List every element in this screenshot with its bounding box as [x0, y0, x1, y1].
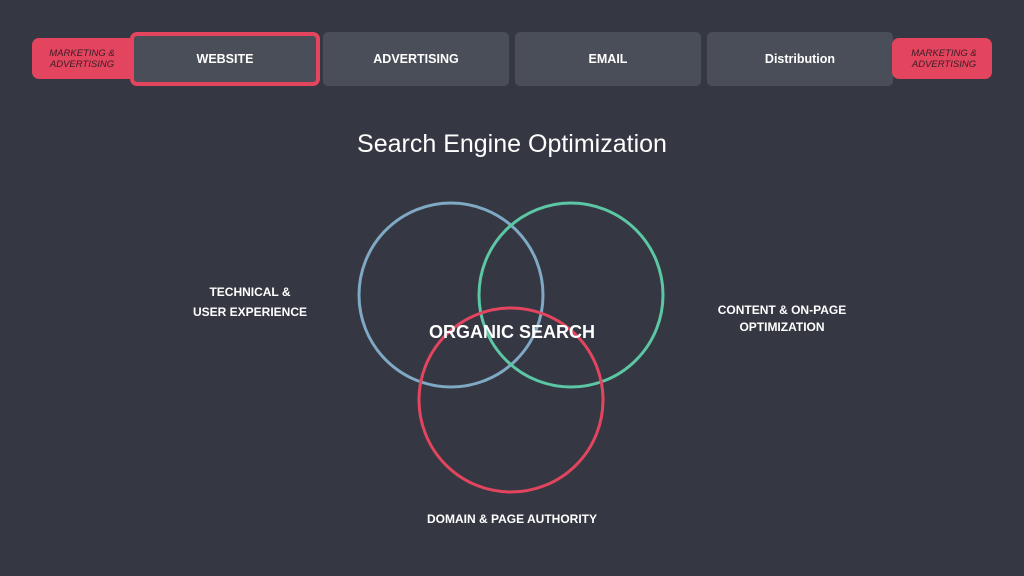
next-section-button[interactable]: MARKETING & ADVERTISING: [892, 38, 992, 79]
technical-label-line2: USER EXPERIENCE: [192, 305, 308, 319]
content-label-line1: CONTENT & ON-PAGE: [717, 303, 847, 317]
domain-set-circle: [417, 306, 605, 494]
tab-advertising[interactable]: ADVERTISING: [323, 32, 509, 86]
tab-email-label: EMAIL: [588, 52, 628, 66]
next-section-label-line2: ADVERTISING: [911, 58, 977, 70]
technical-label-line1: TECHNICAL &: [209, 285, 291, 299]
next-section-label-line1: MARKETING &: [911, 47, 977, 59]
page-title: Search Engine Optimization: [357, 130, 667, 158]
tab-advertising-label: ADVERTISING: [373, 52, 459, 66]
venn-center-label: ORGANIC SEARCH: [428, 322, 595, 342]
content-set-circle: [477, 201, 665, 389]
domain-label-line1: DOMAIN & PAGE AUTHORITY: [427, 512, 597, 526]
tab-website[interactable]: WEBSITE: [130, 32, 320, 86]
technical-set-circle: [357, 201, 545, 389]
content-label-line2: OPTIMIZATION: [739, 320, 825, 334]
technical-set-label: TECHNICAL & USER EXPERIENCE: [170, 282, 330, 322]
tab-email[interactable]: EMAIL: [515, 32, 701, 86]
content-set-label: CONTENT & ON-PAGE OPTIMIZATION: [692, 302, 872, 336]
domain-set-label: DOMAIN & PAGE AUTHORITY: [362, 509, 662, 529]
top-navigation: MARKETING & ADVERTISING WEBSITE ADVERTIS…: [32, 32, 992, 86]
tab-distribution[interactable]: Distribution: [707, 32, 893, 86]
prev-section-label-line2: ADVERTISING: [49, 58, 115, 70]
prev-section-button[interactable]: MARKETING & ADVERTISING: [32, 38, 142, 79]
tab-distribution-label: Distribution: [764, 52, 836, 66]
prev-section-label-line1: MARKETING &: [49, 47, 115, 59]
tab-website-label: WEBSITE: [196, 52, 254, 66]
